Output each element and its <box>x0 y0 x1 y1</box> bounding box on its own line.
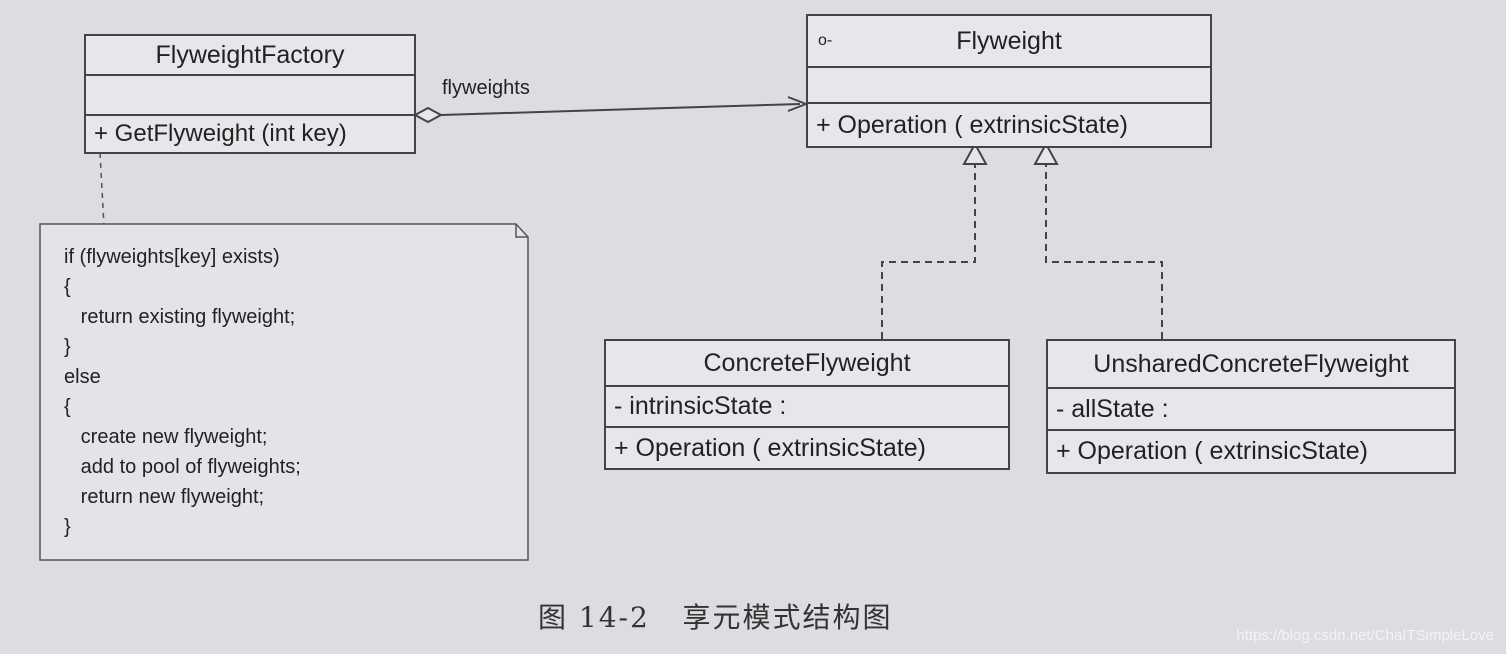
class-flyweight: o- Flyweight + Operation ( extrinsicStat… <box>806 14 1212 148</box>
generalization-concrete-arrowhead <box>962 141 988 165</box>
note-line: if (flyweights[key] exists) <box>64 246 280 268</box>
note-outline <box>39 223 529 561</box>
class-flyweight-factory: FlyweightFactory + GetFlyweight (int key… <box>84 34 416 154</box>
class-concrete-flyweight: ConcreteFlyweight - intrinsicState : + O… <box>604 339 1010 470</box>
note-get-flyweight-logic: if (flyweights[key] exists) { return exi… <box>40 224 528 560</box>
attribute-all-state: - allState : <box>1048 387 1454 429</box>
class-name: UnsharedConcreteFlyweight <box>1093 349 1409 378</box>
operation-operation: + Operation ( extrinsicState) <box>606 426 1008 468</box>
operation-operation: + Operation ( extrinsicState) <box>1048 429 1454 472</box>
note-line: return existing flyweight; <box>64 306 296 328</box>
note-fold <box>515 224 528 238</box>
note-anchor-line <box>99 152 105 227</box>
note-line: { <box>64 396 71 418</box>
generalization-unshared-arrowhead <box>1033 141 1059 165</box>
operation-get-flyweight: + GetFlyweight (int key) <box>86 114 414 152</box>
note-line: return new flyweight; <box>64 486 265 508</box>
note-line: add to pool of flyweights; <box>64 456 301 478</box>
attribute-compartment <box>86 74 414 114</box>
attribute-intrinsic-state: - intrinsicState : <box>606 385 1008 426</box>
class-name: ConcreteFlyweight <box>703 348 911 377</box>
watermark: https://blog.csdn.net/ChaITSimpleLove <box>1236 627 1494 644</box>
note-line: else <box>64 366 101 388</box>
association-label: flyweights <box>442 77 530 99</box>
generalization-concrete-line <box>881 162 976 339</box>
class-unshared-concrete-flyweight: UnsharedConcreteFlyweight - allState : +… <box>1046 339 1456 474</box>
note-line: } <box>64 516 71 538</box>
note-line: create new flyweight; <box>64 426 268 448</box>
class-name: FlyweightFactory <box>155 40 345 69</box>
figure-caption: 图 14-2 享元模式结构图 <box>538 601 893 634</box>
aggregation-diamond <box>412 106 444 124</box>
attribute-compartment <box>808 66 1210 102</box>
class-name: Flyweight <box>956 26 1062 55</box>
association-line <box>440 103 801 116</box>
class-name-compartment: o- Flyweight <box>808 16 1210 66</box>
note-line: { <box>64 276 71 298</box>
operation-operation: + Operation ( extrinsicState) <box>808 102 1210 146</box>
note-line: } <box>64 336 71 358</box>
generalization-unshared-line <box>1045 162 1163 339</box>
interface-marker: o- <box>818 32 833 49</box>
